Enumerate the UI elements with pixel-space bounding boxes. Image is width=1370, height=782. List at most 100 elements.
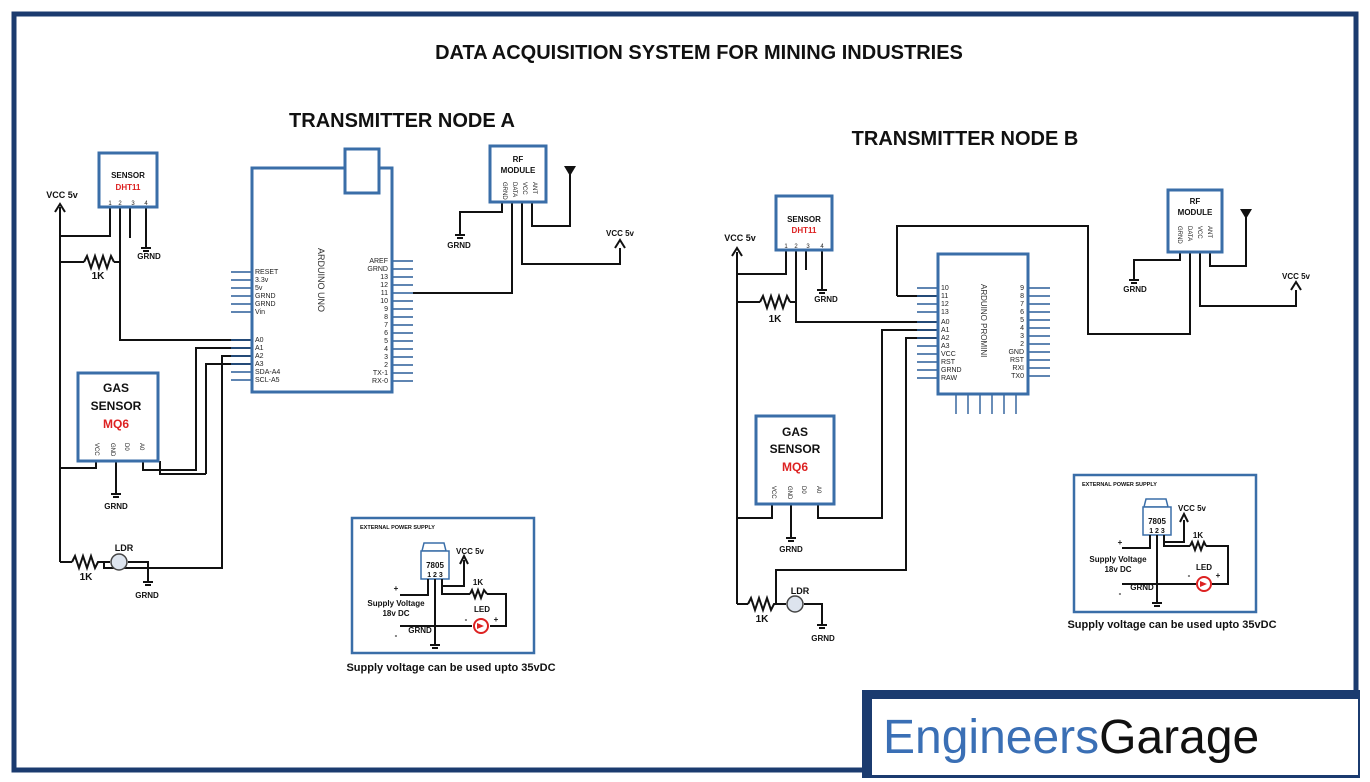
svg-text:GAS: GAS [782,425,808,439]
node-b-power-supply: EXTERNAL POWER SUPPLY 7805 1 2 3 VCC 5v … [1072,473,1258,614]
svg-text:LED: LED [474,605,490,614]
svg-text:RX-0: RX-0 [372,378,388,385]
svg-text:RST: RST [1010,357,1025,364]
svg-text:MQ6: MQ6 [782,460,808,474]
svg-text:Vin: Vin [255,309,265,316]
node-a-grnd-dht: GRND [137,247,161,261]
svg-text:VCC 5v: VCC 5v [1178,504,1207,513]
svg-text:13: 13 [380,274,388,281]
svg-text:VCC: VCC [941,351,956,358]
transmitter-node-a: TRANSMITTER NODE A [46,110,634,674]
svg-text:12: 12 [941,301,949,308]
svg-text:SDA-A4: SDA-A4 [255,369,280,376]
node-b-grnd-ldr: GRND [811,624,835,643]
svg-text:2: 2 [794,244,798,250]
svg-text:1 2 3: 1 2 3 [1149,528,1165,535]
node-b-vcc-rf: VCC 5v [1282,272,1311,291]
svg-text:+: + [394,584,399,593]
svg-text:DATA: DATA [1186,226,1192,241]
svg-text:EXTERNAL POWER SUPPLY: EXTERNAL POWER SUPPLY [360,525,435,531]
node-a-ldr-icon [110,553,128,571]
svg-text:GRND: GRND [408,626,432,635]
svg-text:GND: GND [786,486,792,500]
node-a-antenna-icon [564,166,576,176]
svg-text:A0: A0 [815,486,821,494]
svg-text:8: 8 [384,314,388,321]
brand-garage: Garage [1099,711,1259,764]
node-a-grnd-ldr: GRND [135,581,159,600]
arduino-promini: ARDUINO PROMINI 10 11 12 13 A0 A1 A2 A3 … [917,252,1050,414]
node-b-ldr-label: LDR [791,586,810,596]
svg-text:GRND: GRND [1176,226,1182,244]
svg-text:4: 4 [384,346,388,353]
svg-text:4: 4 [820,244,824,250]
svg-text:ANT: ANT [531,182,537,194]
svg-text:8: 8 [1020,293,1024,300]
svg-text:11: 11 [941,293,948,300]
svg-text:5: 5 [384,338,388,345]
node-a-power-supply: EXTERNAL POWER SUPPLY 7805 1 2 3 VCC 5v … [350,516,536,655]
svg-text:A1: A1 [255,345,264,352]
node-b-rf-module: RF MODULE GRND DATA VCC ANT [1166,188,1224,254]
node-b-heading: TRANSMITTER NODE B [852,128,1079,150]
node-a-vcc-left: VCC 5v [46,190,78,213]
svg-text:VCC: VCC [1196,226,1202,239]
svg-text:5: 5 [1020,317,1024,324]
svg-text:AREF: AREF [369,258,388,265]
svg-text:GRND: GRND [367,266,388,273]
svg-text:9: 9 [1020,285,1024,292]
svg-text:GRND: GRND [1130,583,1154,592]
svg-text:+: + [1216,571,1221,580]
svg-text:RAW: RAW [941,375,957,382]
svg-text:Supply Voltage: Supply Voltage [1089,555,1147,564]
svg-text:7805: 7805 [1148,517,1166,526]
svg-text:DHT11: DHT11 [792,226,817,235]
svg-text:SENSOR: SENSOR [787,215,821,224]
svg-text:11: 11 [381,290,388,297]
svg-text:5v: 5v [255,285,263,292]
svg-text:A2: A2 [255,353,264,360]
node-a-res-ldr-label: 1K [80,572,94,583]
svg-text:A3: A3 [941,343,950,350]
svg-text:ANT: ANT [1206,226,1212,238]
svg-text:VCC 5v: VCC 5v [1282,272,1311,281]
svg-text:GRND: GRND [814,295,838,304]
svg-text:MODULE: MODULE [501,166,536,175]
svg-text:2: 2 [384,362,388,369]
transmitter-node-b: TRANSMITTER NODE B SENSOR [724,128,1310,643]
svg-text:VCC 5v: VCC 5v [456,547,485,556]
node-b-grnd-dht: GRND [814,289,838,304]
svg-text:-: - [1119,589,1122,598]
node-b-vcc-left: VCC 5v [724,233,756,257]
svg-text:LED: LED [1196,563,1212,572]
node-a-ldr-label: LDR [115,543,134,553]
svg-text:2: 2 [1020,341,1024,348]
svg-text:7805: 7805 [426,561,444,570]
svg-text:GRND: GRND [1123,285,1147,294]
svg-text:-: - [1188,571,1191,580]
svg-text:DHT11: DHT11 [116,183,141,192]
node-b-resistor-dht [759,292,791,312]
node-a-dht11: SENSOR DHT11 1 2 3 4 [97,151,159,209]
node-a-rf-module: RF MODULE GRND DATA VCC ANT [488,144,548,204]
svg-text:GRND: GRND [447,241,471,250]
node-a-psu-note: Supply voltage can be used upto 35vDC [346,662,555,674]
svg-text:D0: D0 [123,443,129,451]
page-border [11,11,1359,773]
node-a-heading: TRANSMITTER NODE A [289,110,515,132]
svg-text:SENSOR: SENSOR [770,442,821,456]
svg-text:GND: GND [109,443,115,457]
svg-text:A0: A0 [255,337,264,344]
node-b-antenna-icon [1240,209,1252,219]
svg-text:RST: RST [941,359,956,366]
svg-text:1: 1 [784,244,788,250]
svg-text:1K: 1K [1193,531,1203,540]
svg-text:GRND: GRND [255,293,276,300]
svg-text:VCC 5v: VCC 5v [724,233,756,243]
svg-text:RESET: RESET [255,269,279,276]
svg-text:SCL-A5: SCL-A5 [255,377,280,384]
svg-text:3: 3 [131,201,135,207]
svg-text:A0: A0 [138,443,144,451]
svg-text:GND: GND [1008,349,1024,356]
